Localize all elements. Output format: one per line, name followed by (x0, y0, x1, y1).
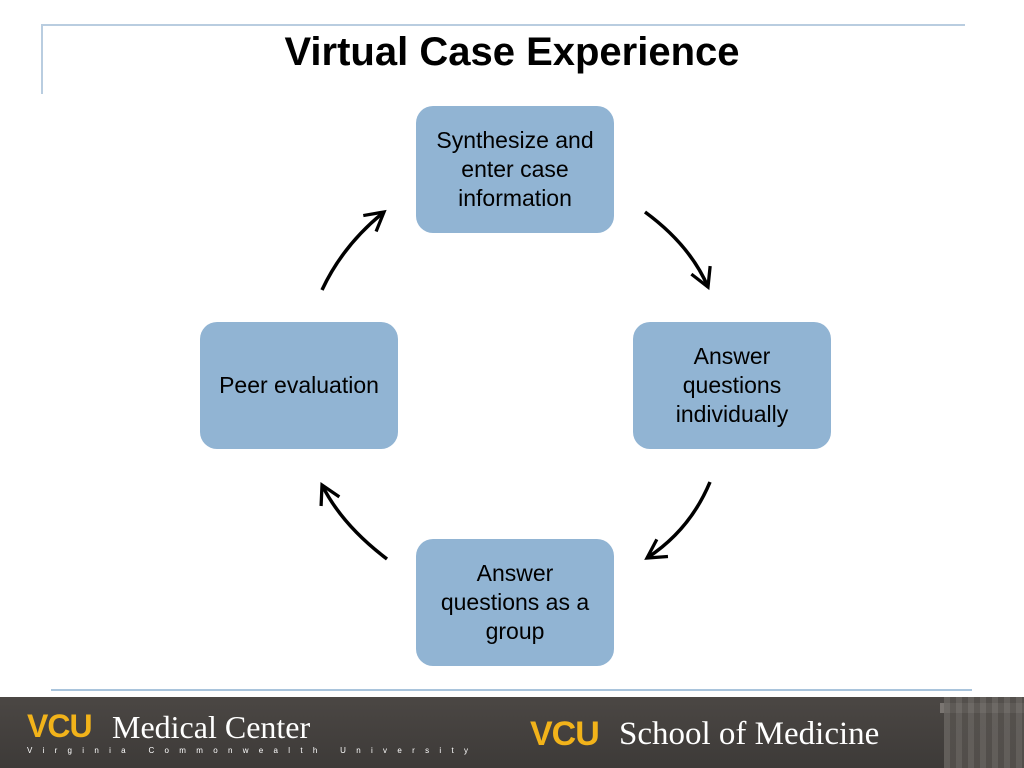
school-of-medicine-logo-mark: VCU (530, 715, 600, 753)
column-decoration (944, 697, 1024, 768)
slide-title: Virtual Case Experience (284, 30, 740, 74)
footer-divider (51, 689, 972, 691)
arrow-left-to-top (320, 209, 387, 291)
medical-center-logo-subtitle: Virginia Commonwealth University (27, 746, 479, 755)
frame-top-rule (41, 24, 965, 26)
cycle-node-label: Answer questions individually (675, 343, 789, 427)
cycle-node-label: Answer questions as a group (440, 560, 590, 644)
medical-center-logo-mark: VCU (27, 708, 93, 744)
cycle-node-peer-evaluation: Peer evaluation (200, 322, 398, 449)
cycle-node-answer-individually: Answer questions individually (633, 322, 831, 449)
cycle-node-answer-group: Answer questions as a group (416, 539, 614, 666)
footer-bar: VCU Medical Center Virginia Commonwealth… (0, 697, 1024, 768)
arrow-right-to-bottom (644, 481, 712, 560)
school-of-medicine-logo-name: School of Medicine (619, 716, 880, 752)
medical-center-logo-name: Medical Center (112, 709, 311, 745)
cycle-node-synthesize: Synthesize and enter case information (416, 106, 614, 233)
arrow-top-to-right (643, 210, 712, 291)
frame-left-rule (41, 24, 43, 94)
arrow-bottom-to-left (319, 481, 389, 561)
cycle-node-label: Peer evaluation (219, 372, 379, 398)
cycle-node-label: Synthesize and enter case information (436, 127, 594, 211)
